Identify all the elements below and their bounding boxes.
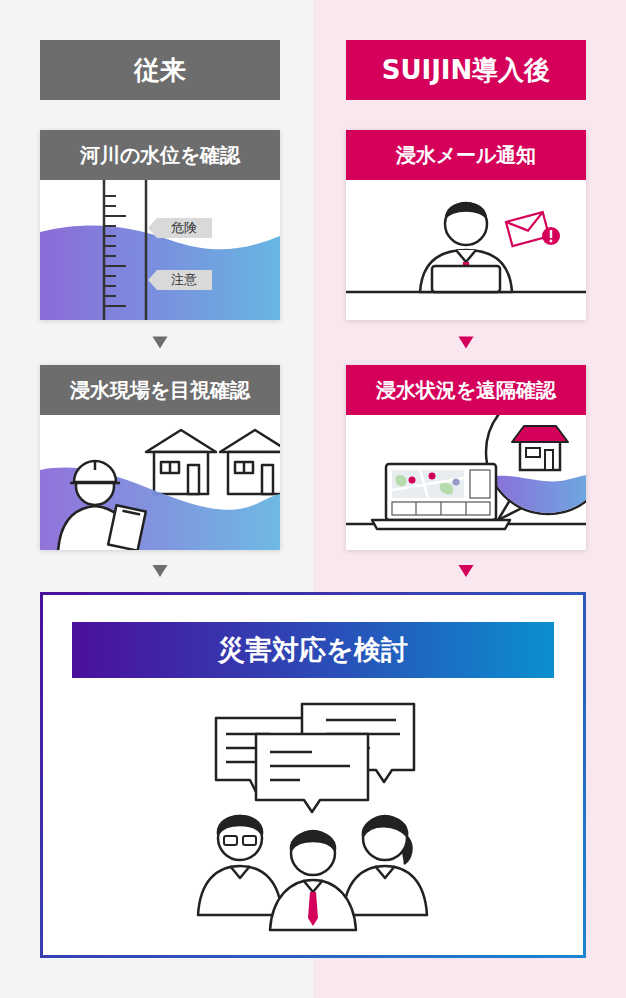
column-heading: SUIJIN導入後 xyxy=(346,40,586,100)
result-title: 災害対応を検討 xyxy=(72,622,554,678)
heading-label: 従来 xyxy=(134,53,186,88)
meeting-picture xyxy=(198,704,427,930)
step-card: 浸水メール通知 xyxy=(346,130,586,320)
site-inspection-picture xyxy=(40,430,280,550)
remote-check-picture xyxy=(346,415,586,529)
heading-label: SUIJIN導入後 xyxy=(382,53,551,88)
mail-notice-picture xyxy=(346,202,586,292)
step-card: 河川の水位を確認危険注意 xyxy=(40,130,280,320)
result-box: 災害対応を検討 xyxy=(40,592,586,958)
step-card: 浸水現場を目視確認 xyxy=(40,365,280,550)
heading-label: 浸水状況を遠隔確認 xyxy=(346,365,586,415)
flow-arrow xyxy=(459,337,474,349)
heading-label: 河川の水位を確認 xyxy=(40,130,280,180)
column-heading: 従来 xyxy=(40,40,280,100)
level-tag: 注意 xyxy=(148,270,212,290)
flow-arrow xyxy=(153,565,168,577)
heading-label: 浸水現場を目視確認 xyxy=(40,365,280,415)
level-tag: 危険 xyxy=(148,218,212,238)
flow-arrow xyxy=(459,565,474,577)
tag-label: 注意 xyxy=(171,271,197,289)
heading-label: 浸水メール通知 xyxy=(346,130,586,180)
step-card: 浸水状況を遠隔確認 xyxy=(346,365,586,550)
river-gauge-picture xyxy=(40,180,280,320)
flow-arrow xyxy=(153,337,168,349)
tag-label: 危険 xyxy=(171,219,197,237)
